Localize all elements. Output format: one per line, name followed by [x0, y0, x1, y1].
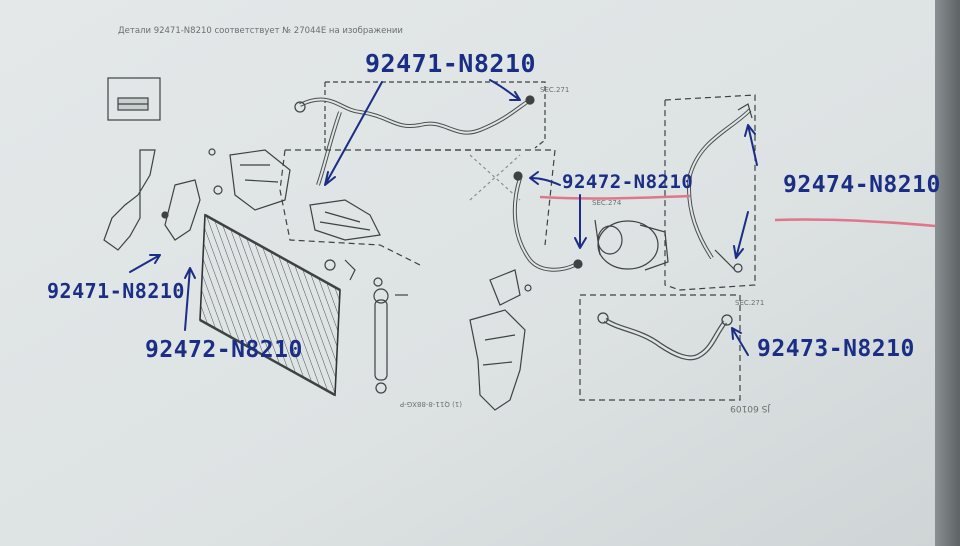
- parts-diagram: (1) Q11-8-88XG-P: [103, 77, 756, 411]
- arrow-top-to-hose: [324, 81, 383, 186]
- label-far-right: 92474-N8210: [783, 172, 941, 198]
- arrow-bottom-right: [731, 327, 749, 356]
- paper-sheet: [0, 0, 935, 546]
- pink-underline-center: [539, 194, 691, 200]
- arrow-left-upper: [129, 254, 161, 273]
- pink-underline-right: [774, 218, 936, 228]
- sec-label-271-top: SEC.271: [540, 86, 569, 94]
- arrow-right-up: [744, 124, 758, 166]
- arrow-top-to-fitting: [489, 79, 521, 101]
- svg-text:(1) Q11-8-88XG-P: (1) Q11-8-88XG-P: [400, 400, 462, 408]
- header-text: Детали 92471-N8210 соответствует № 27044…: [118, 26, 403, 36]
- label-bottom-right: 92473-N8210: [757, 336, 915, 362]
- arrow-center-to-fitting: [529, 171, 561, 186]
- arrow-right-down: [733, 211, 749, 259]
- label-left-upper: 92471-N8210: [47, 279, 185, 303]
- arrow-left-lower: [184, 267, 196, 331]
- label-top-center: 92471-N8210: [365, 49, 536, 78]
- ref-code: JS 60109: [730, 403, 771, 413]
- label-left-lower: 92472-N8210: [145, 337, 303, 363]
- sec-label-271-right: SEC.271: [735, 299, 764, 307]
- handwritten-annotations: 92471-N8210 92471-N8210 92472-N8210 9247…: [47, 49, 941, 363]
- arrow-center-down: [574, 194, 587, 249]
- sec-label-274: SEC.274: [592, 199, 622, 207]
- label-center-right: 92472-N8210: [562, 171, 693, 193]
